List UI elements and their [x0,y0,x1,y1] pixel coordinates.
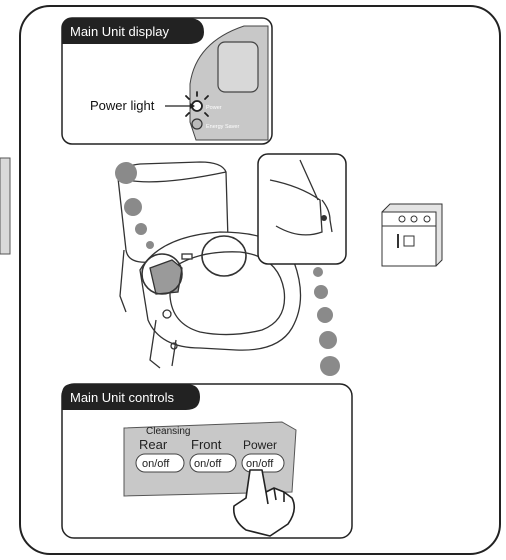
power-button-action: on/off [246,458,274,470]
controls-panel-title: Main Unit controls [70,390,175,405]
cleansing-label: Cleansing [146,426,190,437]
power-light-label: Power light [90,98,155,113]
front-button-name: Front [191,437,222,452]
energy-saver-indicator-label: Energy Saver [206,124,239,130]
display-window [218,42,258,92]
front-button-action: on/off [194,458,222,470]
dot-trail-right [313,267,340,376]
power-indicator-label: Power [206,105,222,111]
display-panel-title: Main Unit display [70,24,169,39]
power-button-name: Power [243,438,277,452]
seat-closeup-inset [258,154,346,264]
energy-saver-light-icon [192,119,202,129]
rear-button-name: Rear [139,437,168,452]
rear-button-action: on/off [142,458,170,470]
remote-control-icon [382,204,442,266]
side-tab [0,158,10,254]
